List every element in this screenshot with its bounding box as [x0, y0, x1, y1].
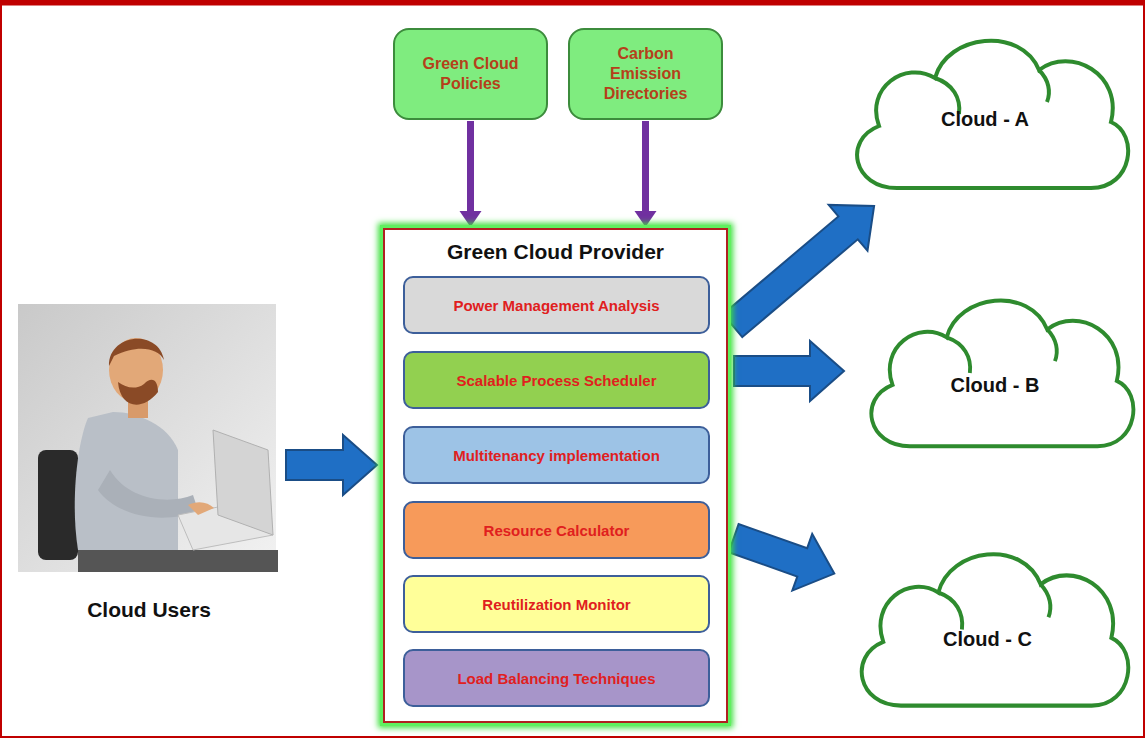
- cloud-fold: [1041, 584, 1051, 617]
- node-label: Green Cloud Policies: [405, 54, 536, 94]
- user-node: Cloud Users: [18, 300, 280, 630]
- provider-box: Green Cloud ProviderPower Management Ana…: [383, 228, 728, 723]
- process-box: Reutilization Monitor: [403, 575, 710, 633]
- arrow-head: [460, 211, 482, 227]
- node-label: Reutilization Monitor: [482, 596, 630, 613]
- arrow-body: [286, 435, 377, 495]
- cloud-outline: [840, 535, 1135, 720]
- block-arrow: [734, 341, 844, 401]
- arrow-head: [635, 211, 657, 227]
- process-box: Power Management Analysis: [403, 276, 710, 334]
- node-label: Cloud - B: [850, 374, 1140, 397]
- node-label: Cloud - C: [840, 628, 1135, 651]
- process-box: Load Balancing Techniques: [403, 649, 710, 707]
- cloud-node: Cloud - A: [835, 22, 1135, 202]
- box-heading: Green Cloud Provider: [385, 240, 726, 264]
- cloud-outline: [850, 282, 1140, 460]
- arrow-shaft: [467, 121, 474, 211]
- input-box: Carbon Emission Directories: [568, 28, 723, 120]
- process-box: Multitenancy implementation: [403, 426, 710, 484]
- node-label: Scalable Process Scheduler: [456, 372, 656, 389]
- node-label: Cloud Users: [18, 598, 280, 622]
- top-rule: [0, 1, 1145, 6]
- input-arrow: [460, 121, 482, 227]
- arrow-body: [723, 205, 874, 337]
- node-label: Cloud - A: [835, 108, 1135, 131]
- node-label: Multitenancy implementation: [453, 447, 660, 464]
- cloud-node: Cloud - B: [850, 282, 1140, 460]
- node-label: Carbon Emission Directories: [580, 44, 711, 104]
- block-arrow: [723, 205, 874, 337]
- input-arrow: [635, 121, 657, 227]
- cloud-fold: [938, 593, 962, 630]
- node-label: Load Balancing Techniques: [457, 670, 655, 687]
- arrow-shaft: [642, 121, 649, 211]
- block-arrow: [286, 435, 377, 495]
- cloud-fold: [1039, 70, 1049, 102]
- user-illustration: [18, 300, 280, 580]
- cloud-node: Cloud - C: [840, 535, 1135, 720]
- node-label: Resource Calculator: [484, 522, 630, 539]
- arrow-body: [729, 524, 835, 591]
- cloud-shape: [871, 301, 1133, 447]
- node-label: Power Management Analysis: [453, 297, 659, 314]
- cloud-fold: [1047, 329, 1057, 361]
- process-box: Scalable Process Scheduler: [403, 351, 710, 409]
- process-box: Resource Calculator: [403, 501, 710, 559]
- arrow-body: [734, 341, 844, 401]
- cloud-fold: [947, 337, 970, 373]
- block-arrow: [729, 524, 835, 591]
- input-box: Green Cloud Policies: [393, 28, 548, 120]
